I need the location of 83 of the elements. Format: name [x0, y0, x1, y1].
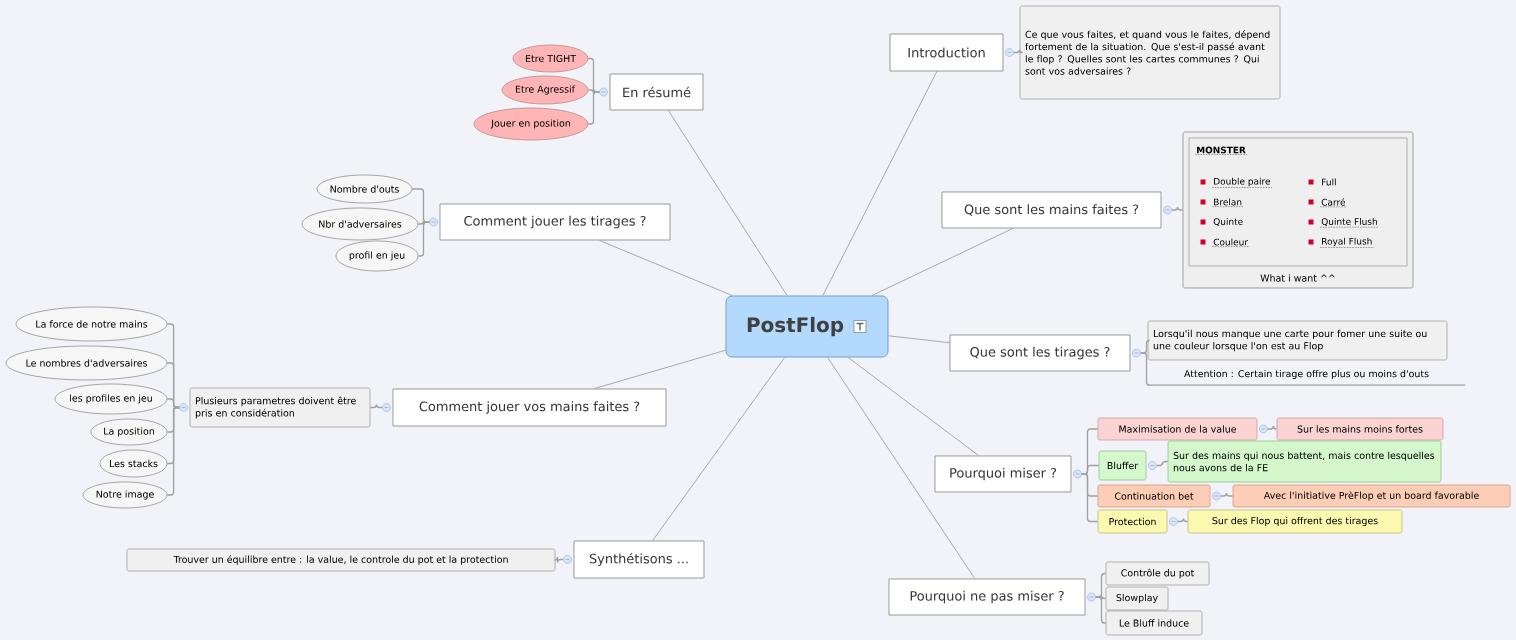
- note-box: Le Bluff induce: [1105, 610, 1203, 636]
- list-item: Couleur: [1211, 238, 1250, 247]
- connector-line: [827, 357, 976, 579]
- oval-label: Etre Agressif: [501, 75, 589, 105]
- collapse-icon: [1212, 491, 1221, 501]
- list-item: Double paire: [1211, 177, 1272, 188]
- branch-line: [1170, 206, 1184, 211]
- note-box: Plusieurs parametres doivent être pris en considération: [189, 387, 371, 428]
- note-box: Ce que vous faites, et quand vous le faites, dépend fortement de la situation. Que s'est-il passé avant le flop ? Quelles sont les cartes communes ? Qui sont vos adversaires ?: [1019, 5, 1281, 100]
- branch-line: [1080, 473, 1099, 523]
- connector-line: [652, 357, 785, 541]
- branch-line: [553, 556, 565, 564]
- label-box: Continuation bet: [1097, 484, 1211, 508]
- collapse-icon: [179, 403, 188, 412]
- oval-label: les profiles en jeu: [54, 383, 168, 415]
- label-box: Avec l'initiative PrèFlop et un board favorable: [1232, 484, 1511, 508]
- underlined-text: Attention : Certain tirage offre plus ou moins d'outs: [1147, 369, 1466, 386]
- note-box: Lorsqu'il nous manque une carte pour fomer une suite ou une couleur lorsque l'on est au Flop: [1147, 320, 1448, 361]
- topic-box: Que sont les mains faites ?: [941, 191, 1162, 229]
- connector-line: [847, 357, 979, 456]
- oval-label: Nombre d'outs: [316, 174, 413, 204]
- connector-line: [668, 110, 788, 296]
- connector-line: [594, 349, 726, 389]
- collapse-icon: [1087, 592, 1096, 602]
- oval-label: Etre TIGHT: [512, 44, 589, 73]
- list-item: Brelan: [1211, 198, 1244, 207]
- label-box: Protection: [1097, 509, 1168, 534]
- label-box: Bluffer: [1098, 450, 1147, 481]
- collapse-icon: [1163, 205, 1172, 215]
- list-item: Quinte Flush: [1319, 218, 1380, 228]
- collapse-icon: [1073, 469, 1082, 479]
- note-box: Trouver un équilibre entre : la value, le controle du pot et la protection: [126, 548, 556, 572]
- connector-line: [871, 228, 1014, 296]
- branch-line: [1094, 596, 1107, 624]
- topic-box: Comment jouer les tirages ?: [439, 203, 671, 241]
- oval-label: Jouer en position: [473, 107, 589, 141]
- collapse-icon: [382, 403, 391, 412]
- label-box: Sur les mains moins fortes: [1276, 417, 1444, 441]
- branch-line: [1219, 492, 1234, 497]
- topic-box: Synthétisons ...: [573, 540, 705, 579]
- topic-box: Pourquoi miser ?: [934, 455, 1072, 493]
- collapse-icon: [563, 555, 572, 564]
- collapse-icon: [1259, 424, 1268, 434]
- box-caption: What i want ^^: [1260, 274, 1335, 282]
- topic-box: Pourquoi ne pas miser ?: [888, 578, 1086, 616]
- oval-label: La force de notre mains: [15, 306, 168, 342]
- oval-label: Notre image: [82, 481, 168, 509]
- central-topic-box: PostFlop: [725, 295, 889, 358]
- note-box: Contrôle du pot: [1105, 561, 1210, 586]
- topic-box: Comment jouer vos mains faites ?: [392, 388, 667, 427]
- collapse-icon: [1132, 348, 1141, 358]
- list-heading: MONSTER: [1194, 146, 1248, 155]
- collapse-icon: [1005, 48, 1014, 57]
- list-item: Carré: [1319, 198, 1347, 208]
- oval-label: La position: [90, 418, 168, 446]
- label-box: Maximisation de la value: [1097, 417, 1258, 441]
- branch-line: [417, 221, 431, 257]
- oval-label: profil en jeu: [335, 240, 419, 272]
- label-box: Sur des mains qui nous battent, mais contre lesquelles nous avons de la FE: [1167, 440, 1442, 483]
- connector-line: [822, 71, 938, 296]
- list-item: Royal Flush: [1319, 237, 1374, 248]
- collapse-icon: [599, 87, 608, 97]
- branch-line: [587, 91, 601, 125]
- branch-line: [1266, 425, 1278, 430]
- list-box: [1182, 131, 1414, 289]
- topic-box: Introduction: [889, 33, 1004, 72]
- branch-line: [369, 403, 384, 409]
- oval-label: Nbr d'adversaires: [301, 207, 419, 241]
- list-item: Quinte: [1213, 218, 1243, 226]
- topic-box: En résumé: [609, 73, 704, 111]
- branch-line: [1139, 352, 1151, 386]
- oval-label: Les stacks: [99, 449, 168, 478]
- collapse-icon: [1169, 517, 1178, 526]
- oval-label: Le nombres d'adversaires: [5, 345, 168, 381]
- connector-line: [599, 240, 733, 296]
- branch-line: [166, 406, 181, 496]
- connector-line: [888, 335, 950, 344]
- collapse-icon: [1148, 461, 1157, 470]
- topic-box: Que sont les tirages ?: [949, 334, 1131, 372]
- note-box: Slowplay: [1105, 586, 1169, 611]
- list-item: Full: [1322, 178, 1336, 186]
- collapse-icon: [429, 217, 438, 227]
- label-box: Sur des Flop qui offrent des tirages: [1187, 509, 1403, 534]
